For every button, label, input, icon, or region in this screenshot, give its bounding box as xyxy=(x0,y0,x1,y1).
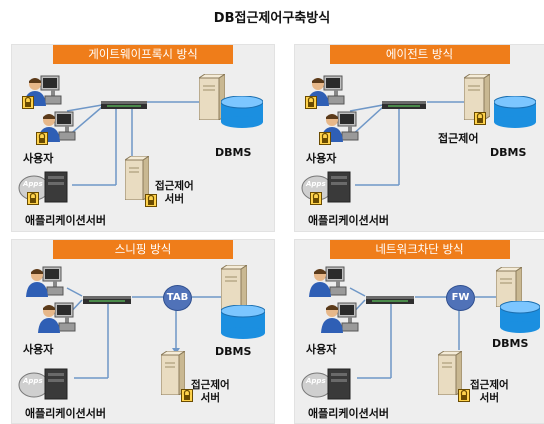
lock-icon xyxy=(22,94,34,109)
user-label: 사용자 xyxy=(306,343,337,356)
user-workstation-icon xyxy=(318,301,360,335)
database-icon xyxy=(220,304,266,339)
user-workstation-icon xyxy=(23,265,65,299)
user-label: 사용자 xyxy=(23,152,54,165)
server-icon xyxy=(197,73,227,121)
app-server-icon xyxy=(300,367,354,401)
panel-banner: 에이전트 방식 xyxy=(329,45,510,64)
server-icon xyxy=(494,266,524,308)
dbms-label: DBMS xyxy=(215,146,252,159)
tab-node-label: TAB xyxy=(166,292,189,303)
app-server-label: 애플리케이션서버 xyxy=(25,214,106,227)
apps-icon-label: Apps xyxy=(23,180,43,188)
lock-icon xyxy=(27,190,39,205)
network-wires xyxy=(349,101,465,186)
user-workstation-icon xyxy=(35,301,77,335)
network-switch-icon xyxy=(382,96,426,109)
access-control-label: 접근제어 xyxy=(438,132,479,145)
panel-banner: 스니핑 방식 xyxy=(53,240,233,259)
apps-icon-label: Apps xyxy=(23,377,43,385)
user-workstation-icon xyxy=(306,265,348,299)
apps-icon-label: Apps xyxy=(306,377,326,385)
database-icon xyxy=(220,95,264,128)
app-server-icon xyxy=(17,170,71,204)
app-server-label: 애플리케이션서버 xyxy=(308,214,389,227)
apps-icon-label: Apps xyxy=(306,180,326,188)
panel-banner: 게이트웨이프록시 방식 xyxy=(53,45,233,64)
lock-icon xyxy=(305,94,317,109)
dbms-label: DBMS xyxy=(215,345,252,358)
app-server-label: 애플리케이션서버 xyxy=(25,407,106,420)
user-workstation-icon xyxy=(21,74,63,108)
panel-banner: 네트워크차단 방식 xyxy=(329,240,510,259)
app-server-label: 애플리케이션서버 xyxy=(308,407,389,420)
server-icon xyxy=(123,155,151,201)
lock-icon xyxy=(319,130,331,145)
tab-node: TAB xyxy=(163,285,192,311)
network-switch-icon xyxy=(83,291,131,304)
access-control-server-label: 접근제어 서버 xyxy=(470,379,509,404)
lock-icon xyxy=(458,387,470,402)
fw-node-label: FW xyxy=(451,292,470,303)
user-workstation-icon xyxy=(35,110,77,144)
lock-icon xyxy=(181,387,193,402)
app-server-icon xyxy=(17,367,71,401)
dbms-label: DBMS xyxy=(490,146,527,159)
database-icon xyxy=(499,300,541,333)
dbms-label: DBMS xyxy=(492,337,529,350)
user-label: 사용자 xyxy=(306,152,337,165)
lock-icon xyxy=(36,130,48,145)
network-switch-icon xyxy=(101,96,147,109)
lock-icon xyxy=(145,192,157,207)
fw-node: FW xyxy=(446,285,475,311)
access-control-server-label: 접근제어 서버 xyxy=(191,379,230,404)
lock-icon xyxy=(310,190,322,205)
server-icon xyxy=(462,73,492,121)
lock-icon xyxy=(474,110,486,125)
user-label: 사용자 xyxy=(23,343,54,356)
access-control-server-label: 접근제어 서버 xyxy=(155,180,194,205)
user-workstation-icon xyxy=(318,110,360,144)
network-switch-icon xyxy=(366,291,414,304)
database-icon xyxy=(493,95,537,128)
page-title: DB접근제어구축방식 xyxy=(213,11,331,26)
